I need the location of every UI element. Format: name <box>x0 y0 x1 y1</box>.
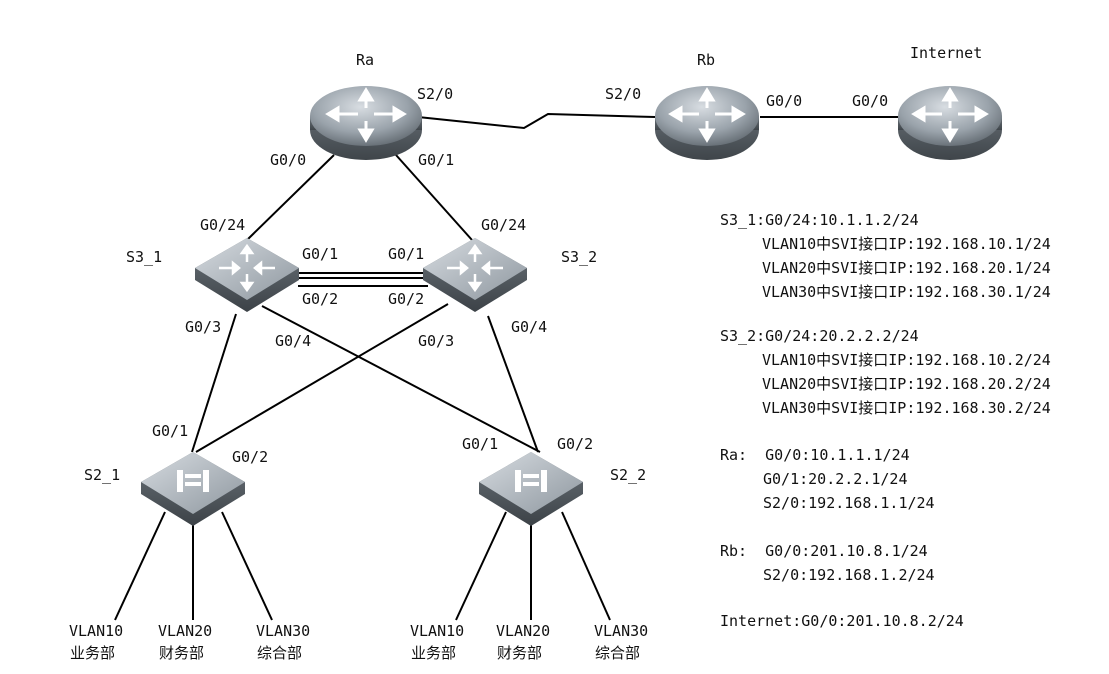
port-label: G0/0 <box>270 151 306 169</box>
link-ra-s32 <box>395 154 473 241</box>
router-ra-icon <box>310 86 422 160</box>
config-line: VLAN10中SVI接口IP:192.168.10.1/24 <box>762 235 1051 253</box>
config-line: S2/0:192.168.1.2/24 <box>763 566 935 584</box>
vlan-name: VLAN20 <box>158 622 212 640</box>
vlan-labels-right: VLAN10 业务部 VLAN20 财务部 VLAN30 综合部 <box>410 622 648 662</box>
vlan-dept: 业务部 <box>70 644 115 662</box>
config-head: Ra: G0/0:10.1.1.1/24 <box>720 446 910 464</box>
link-s32-s21 <box>195 303 449 453</box>
link-s22-vlan30 <box>561 511 611 621</box>
l2-switch-s22-icon <box>479 452 583 526</box>
vlan-name: VLAN20 <box>496 622 550 640</box>
l2-switch-s21-icon <box>141 452 245 526</box>
port-label: G0/3 <box>418 332 454 350</box>
port-label: G0/2 <box>388 290 424 308</box>
port-label: G0/4 <box>511 318 547 336</box>
link-s22-vlan10 <box>455 511 507 621</box>
port-label: G0/1 <box>302 245 338 263</box>
l3-switch-s32-icon <box>423 238 527 312</box>
vlan-name: VLAN10 <box>410 622 464 640</box>
vlan-name: VLAN30 <box>594 622 648 640</box>
router-rb-icon <box>655 86 759 160</box>
link-ra-s31 <box>246 154 335 241</box>
config-head: S3_1:G0/24:10.1.1.2/24 <box>720 211 919 229</box>
config-line: VLAN20中SVI接口IP:192.168.20.2/24 <box>762 375 1051 393</box>
port-label: G0/2 <box>557 435 593 453</box>
device-name-s32: S3_2 <box>561 248 597 266</box>
port-label: G0/2 <box>302 290 338 308</box>
device-name-rb: Rb <box>697 51 715 69</box>
port-label: G0/1 <box>388 245 424 263</box>
config-line: VLAN30中SVI接口IP:192.168.30.1/24 <box>762 283 1051 301</box>
port-label: G0/2 <box>232 448 268 466</box>
link-s31-s21 <box>191 313 237 453</box>
vlan-dept: 财务部 <box>159 644 204 662</box>
config-line: VLAN20中SVI接口IP:192.168.20.1/24 <box>762 259 1051 277</box>
config-internet: Internet:G0/0:201.10.8.2/24 <box>720 612 964 630</box>
device-name-s21: S2_1 <box>84 466 120 484</box>
config-s31: S3_1:G0/24:10.1.1.2/24 VLAN10中SVI接口IP:19… <box>720 211 1051 301</box>
device-name-s22: S2_2 <box>610 466 646 484</box>
router-internet-icon <box>898 86 1002 160</box>
config-line: G0/1:20.2.2.1/24 <box>763 470 908 488</box>
port-label: G0/0 <box>852 92 888 110</box>
config-rb: Rb: G0/0:201.10.8.1/24 S2/0:192.168.1.2/… <box>720 542 935 584</box>
config-head: Rb: G0/0:201.10.8.1/24 <box>720 542 928 560</box>
link-s31-s22 <box>261 305 541 453</box>
vlan-labels-left: VLAN10 业务部 VLAN20 财务部 VLAN30 综合部 <box>69 622 310 662</box>
config-head: Internet:G0/0:201.10.8.2/24 <box>720 612 964 630</box>
vlan-dept: 综合部 <box>257 644 302 662</box>
port-label: G0/0 <box>766 92 802 110</box>
device-name-internet: Internet <box>910 44 982 62</box>
vlan-name: VLAN30 <box>256 622 310 640</box>
port-label: G0/1 <box>462 435 498 453</box>
links <box>114 112 898 621</box>
port-label: G0/24 <box>200 216 245 234</box>
port-label: G0/4 <box>275 332 311 350</box>
config-head: S3_2:G0/24:20.2.2.2/24 <box>720 327 919 345</box>
port-label: G0/3 <box>185 318 221 336</box>
vlan-dept: 业务部 <box>411 644 456 662</box>
port-label: S2/0 <box>605 85 641 103</box>
device-name-ra: Ra <box>356 51 374 69</box>
link-s21-vlan10 <box>114 511 166 621</box>
config-line: VLAN30中SVI接口IP:192.168.30.2/24 <box>762 399 1051 417</box>
config-ra: Ra: G0/0:10.1.1.1/24 G0/1:20.2.2.1/24 S2… <box>720 446 935 512</box>
vlan-dept: 财务部 <box>497 644 542 662</box>
config-line: VLAN10中SVI接口IP:192.168.10.2/24 <box>762 351 1051 369</box>
link-ra-rb-serial <box>417 112 656 130</box>
link-s32-s22 <box>487 315 539 453</box>
vlan-name: VLAN10 <box>69 622 123 640</box>
config-s32: S3_2:G0/24:20.2.2.2/24 VLAN10中SVI接口IP:19… <box>720 327 1051 417</box>
port-label: G0/1 <box>418 151 454 169</box>
port-label: S2/0 <box>417 85 453 103</box>
port-label: G0/1 <box>152 422 188 440</box>
l3-switch-s31-icon <box>195 238 299 312</box>
device-name-s31: S3_1 <box>126 248 162 266</box>
link-s21-vlan30 <box>221 511 273 621</box>
config-line: S2/0:192.168.1.1/24 <box>763 494 935 512</box>
vlan-dept: 综合部 <box>595 644 640 662</box>
port-label: G0/24 <box>481 216 526 234</box>
